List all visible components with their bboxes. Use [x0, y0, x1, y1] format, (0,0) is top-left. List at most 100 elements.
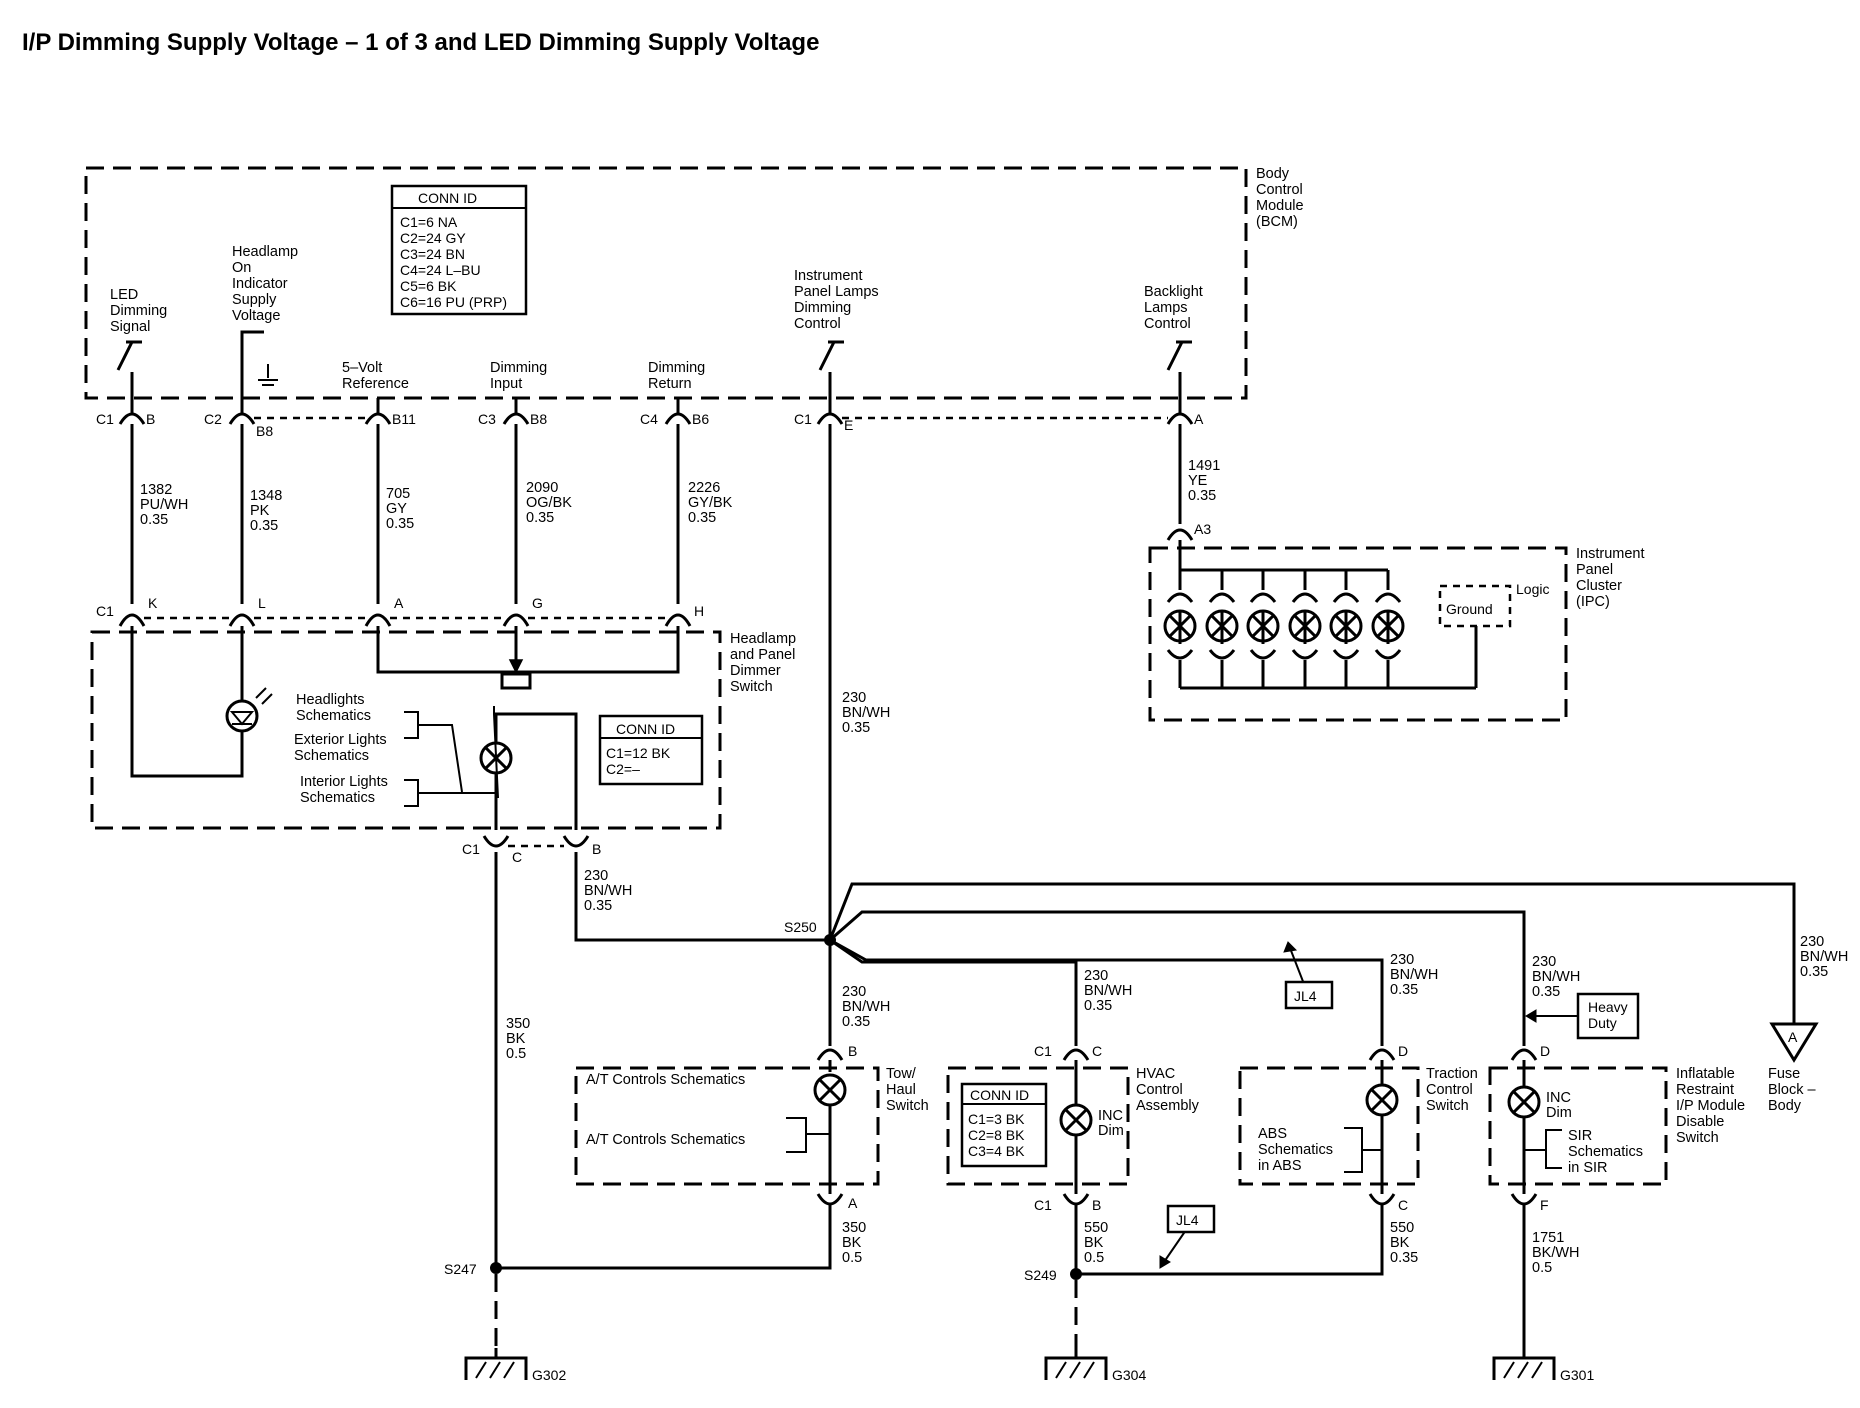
- internal-switch-symbols: [116, 330, 1192, 386]
- svg-text:B: B: [1092, 1197, 1101, 1213]
- svg-text:C1: C1: [794, 411, 812, 427]
- splice-s247-label: S247: [444, 1261, 477, 1277]
- splice-s249-label: S249: [1024, 1267, 1057, 1283]
- led-indicator-icon: [225, 687, 273, 733]
- svg-text:C1: C1: [1034, 1043, 1052, 1059]
- tow-haul-boundary: [574, 1066, 880, 1186]
- svg-text:B: B: [146, 411, 155, 427]
- sir-boundary: [1488, 1066, 1668, 1186]
- svg-text:C2: C2: [204, 411, 222, 427]
- conn-id-header: CONN ID: [418, 190, 477, 206]
- svg-text:JL4: JL4: [1176, 1212, 1199, 1228]
- svg-text:C: C: [512, 849, 522, 865]
- bcm-conn-id-box: CONN ID C1=6 NA C2=24 GY C3=24 BN C4=24 …: [390, 184, 528, 316]
- bcm-module: Body Control Module (BCM) CONN ID C1=6 N…: [84, 166, 1304, 400]
- svg-text:A: A: [1194, 411, 1204, 427]
- five-volt-reference-label: 5–Volt Reference: [342, 360, 409, 392]
- traction-boundary: [1238, 1066, 1420, 1186]
- ip-lamps-dimming-label: Instrument Panel Lamps Dimming Control: [794, 268, 883, 332]
- conn-id-lines: C1=6 NA C2=24 GY C3=24 BN C4=24 L–BU C5=…: [400, 214, 507, 310]
- bcm-pin-labels: C1 B C2 B8 B11 C3 B8 C4 B6 C1 E A: [96, 411, 1204, 439]
- dimming-return-label: Dimming Return: [648, 360, 709, 392]
- led-dimming-signal-label: LED Dimming Signal: [110, 287, 171, 335]
- svg-text:C: C: [1092, 1043, 1102, 1059]
- svg-text:G: G: [532, 595, 543, 611]
- headlamp-dimmer-switch: C1 K L A G H Headlamp and Panel Dimmer S…: [90, 595, 800, 865]
- dimming-input-label: Dimming Input: [490, 360, 551, 392]
- svg-text:D: D: [1398, 1043, 1408, 1059]
- switch-top-connectors: [118, 613, 692, 627]
- bcm-to-switch-wires: [130, 424, 680, 604]
- page-title: I/P Dimming Supply Voltage – 1 of 3 and …: [22, 29, 819, 56]
- svg-text:L: L: [258, 595, 266, 611]
- svg-text:D: D: [1540, 1043, 1550, 1059]
- svg-text:C1: C1: [1034, 1197, 1052, 1213]
- splice-s247: [490, 1262, 502, 1274]
- svg-text:G302: G302: [532, 1367, 566, 1383]
- ipc-pin-a3: A3: [1194, 521, 1211, 537]
- svg-text:C4: C4: [640, 411, 658, 427]
- headlamp-indicator-label: Headlamp On Indicator Supply Voltage: [232, 244, 302, 324]
- svg-text:B6: B6: [692, 411, 709, 427]
- svg-text:C1: C1: [96, 411, 114, 427]
- tow-haul-ref-1: A/T Controls Schematics: [586, 1072, 745, 1088]
- ipc-boundary: [1148, 546, 1568, 722]
- svg-text:A: A: [1788, 1029, 1798, 1045]
- dimmer-rheostat: [500, 672, 532, 690]
- backlight-lamps-label: Backlight Lamps Control: [1144, 284, 1207, 332]
- svg-text:A: A: [394, 595, 404, 611]
- svg-text:G301: G301: [1560, 1367, 1594, 1383]
- svg-text:JL4: JL4: [1294, 988, 1317, 1004]
- svg-text:B: B: [848, 1043, 857, 1059]
- tow-haul-ref-2: A/T Controls Schematics: [586, 1132, 745, 1148]
- option-jl4-upper: JL4: [1283, 941, 1334, 1010]
- svg-text:CONN ID: CONN ID: [970, 1087, 1029, 1103]
- bcm-boundary: [84, 166, 1248, 400]
- ground-g304: G304: [1044, 1348, 1146, 1383]
- svg-text:B8: B8: [530, 411, 547, 427]
- svg-text:B11: B11: [392, 411, 416, 427]
- splice-s250-label: S250: [784, 919, 817, 935]
- svg-text:B: B: [592, 841, 601, 857]
- switch-name-label: Headlamp and Panel Dimmer Switch: [730, 631, 800, 695]
- switch-top-pin-labels: C1 K L A G H: [96, 595, 704, 619]
